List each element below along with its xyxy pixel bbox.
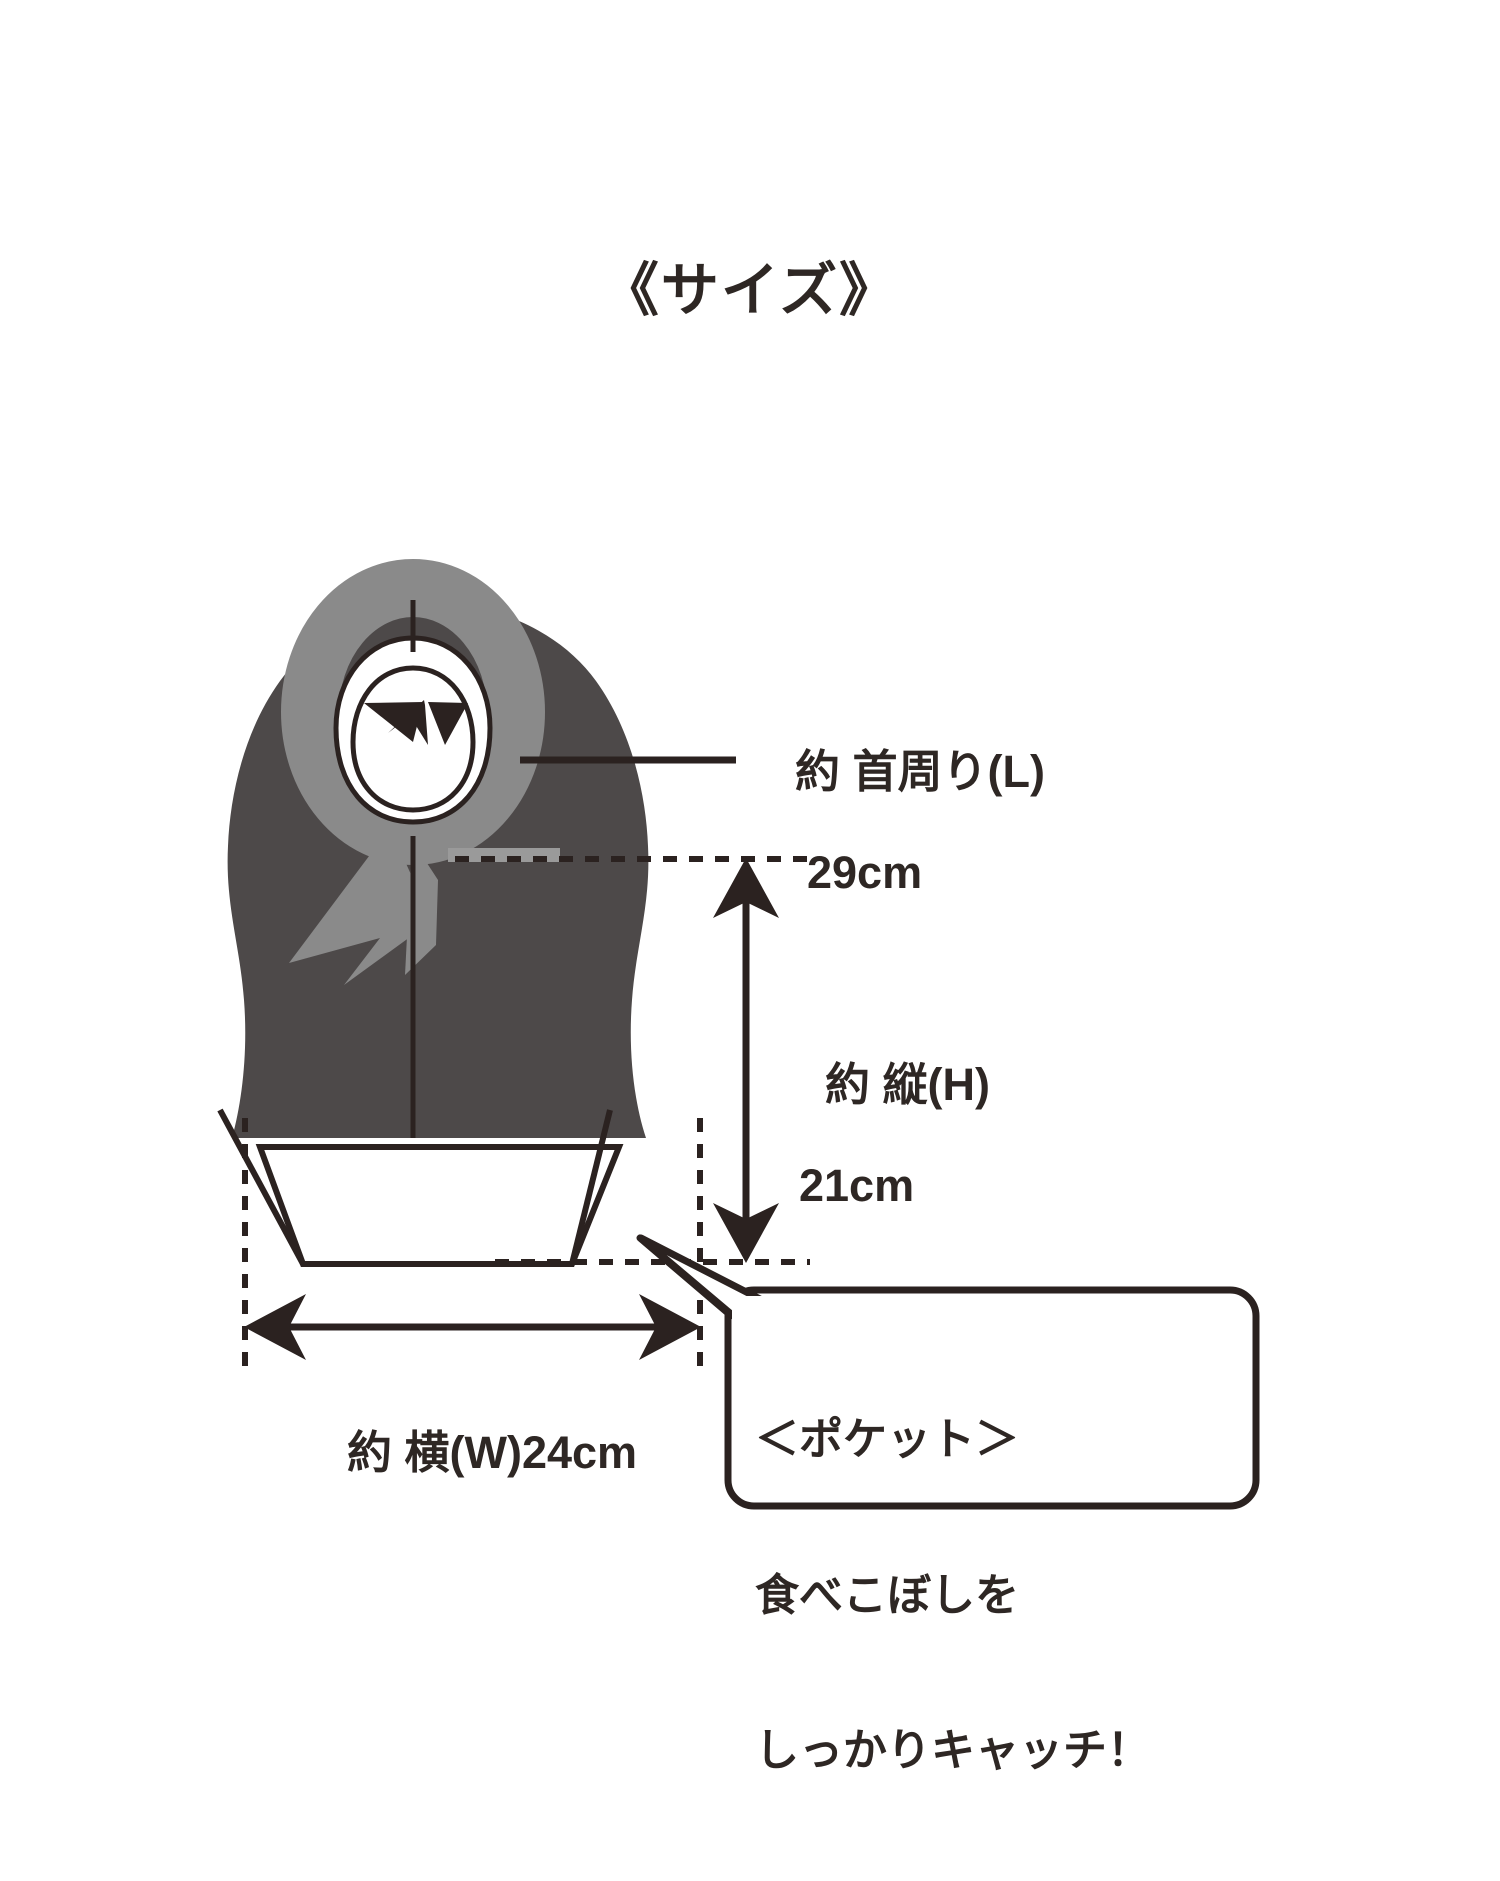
- pocket-callout-line1: ＜ポケット＞: [755, 1414, 1019, 1464]
- bib-illustration: [217, 559, 1260, 1510]
- height-arrow-up-icon: [713, 858, 779, 918]
- neck-measurement-label: 約 首周り(L) 29cm: [745, 697, 1045, 999]
- pocket-shape: [255, 1144, 624, 1267]
- width-label-line1: 約 横(W)24cm: [347, 1427, 638, 1479]
- bib-diagram-svg: [217, 559, 1260, 1510]
- chest-tab-stripe: [448, 848, 560, 862]
- pocket-fold-right: [569, 1109, 613, 1265]
- pocket-callout-text: ＜ポケット＞ 食べこぼしを しっかりキャッチ！: [755, 1310, 1151, 1881]
- neck-notch-right-fill-icon: [428, 702, 468, 745]
- height-arrow-down-icon: [713, 1203, 779, 1263]
- height-label-line2: 21cm: [799, 1160, 915, 1212]
- bubble-tail-outline-icon: [637, 1234, 764, 1328]
- neck-opening-group: [333, 635, 493, 825]
- height-label-line1: 約 縦(H): [825, 1059, 990, 1111]
- width-measurement-label: 約 横(W)24cm: [297, 1378, 637, 1529]
- size-chart-page: 《サイズ》: [217, 258, 1260, 1776]
- pocket-callout-bubble: [636, 1234, 1260, 1510]
- neck-label-line1: 約 首周り(L): [795, 746, 1045, 798]
- neck-label-line2: 29cm: [807, 847, 923, 899]
- bubble-tail-seam-mask: [732, 1296, 772, 1330]
- ribbon-tail-left: [289, 828, 432, 985]
- pocket-fold-left: [217, 1108, 306, 1266]
- bubble-body: [724, 1286, 1260, 1510]
- width-arrow-left-icon: [244, 1294, 306, 1360]
- pocket-callout-line2: 食べこぼしを: [755, 1570, 1019, 1620]
- height-measurement-label: 約 縦(H) 21cm: [775, 1010, 990, 1312]
- page-title: 《サイズ》: [600, 258, 900, 323]
- pocket-group: [217, 1108, 624, 1267]
- neck-notch-left-fill-icon: [364, 702, 423, 742]
- width-arrow-right-icon: [639, 1294, 701, 1360]
- dimension-guides: [242, 756, 810, 1370]
- pocket-callout-line3: しっかりキャッチ！: [755, 1726, 1151, 1776]
